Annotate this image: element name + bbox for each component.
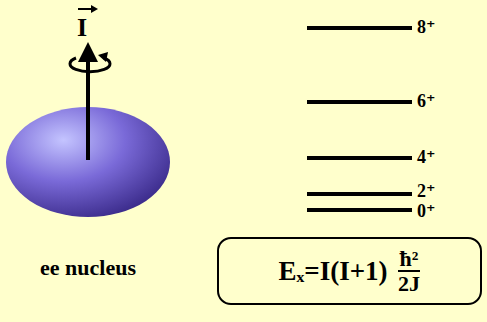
formula-fraction: ħ²2J <box>398 247 421 295</box>
spin-parity: 6⁺ <box>417 92 436 112</box>
formula-text: 2J <box>398 272 420 295</box>
rotation-arrowhead <box>98 52 108 62</box>
spin-parity: 4⁺ <box>417 148 436 168</box>
spin-parity: 2⁺ <box>417 182 436 202</box>
level-lines <box>307 28 412 210</box>
level-line <box>307 156 412 160</box>
formula-text: ħ² <box>398 247 421 272</box>
vector-arrowhead <box>91 5 98 13</box>
level-line <box>307 26 412 30</box>
spin-parity: 8⁺ <box>417 18 436 38</box>
level-line <box>307 208 412 212</box>
spin-arrowhead <box>78 42 98 62</box>
formula-text: Eₓ=I(I+1) <box>279 256 388 287</box>
formula-box: Eₓ=I(I+1) ħ²2J <box>217 237 482 305</box>
nucleus-caption: ee nucleus <box>40 256 136 280</box>
level-line <box>307 192 412 196</box>
level-line <box>307 100 412 104</box>
vector-symbol: I <box>77 14 87 43</box>
spin-parity: 0⁺ <box>417 202 436 222</box>
